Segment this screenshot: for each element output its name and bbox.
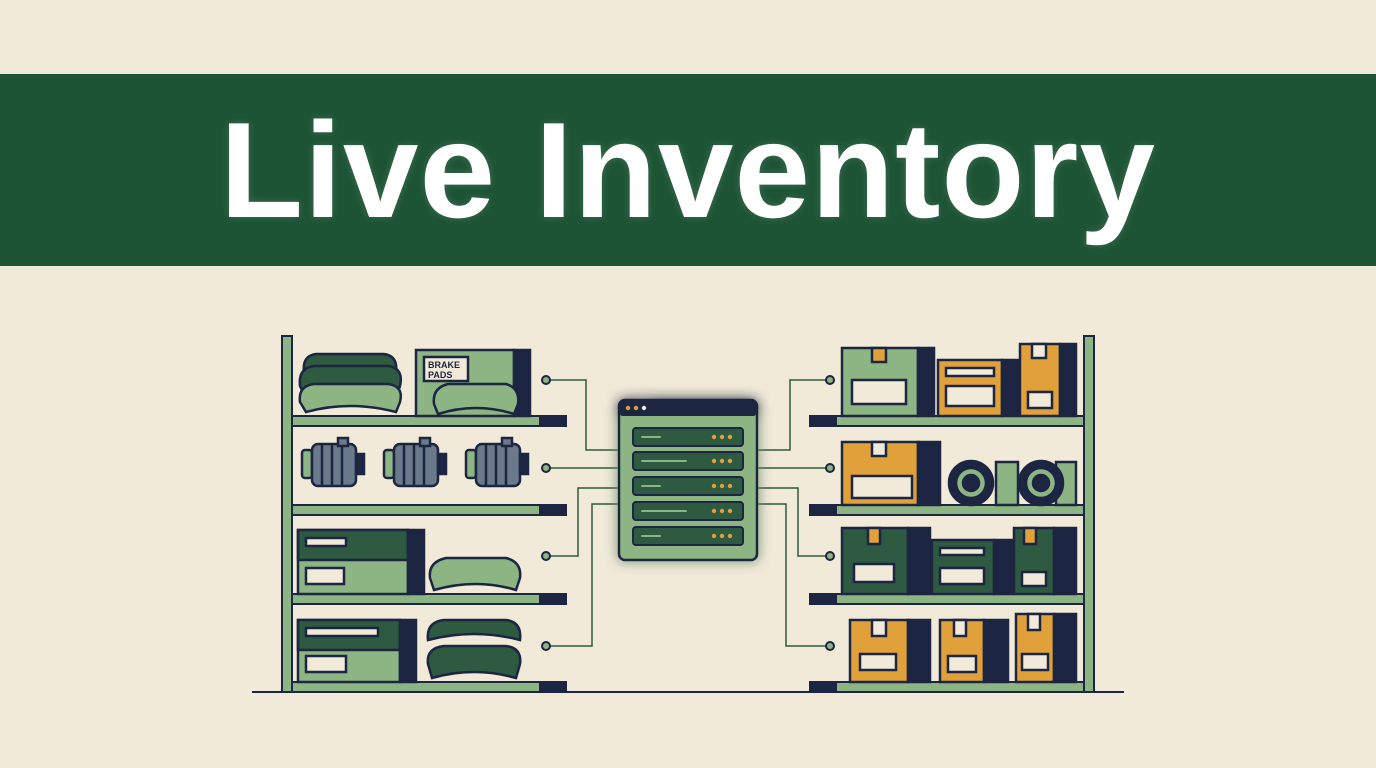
title-banner: Live Inventory — [0, 74, 1376, 266]
brake-pads-box-icon: BRAKE PADS — [414, 348, 532, 418]
shipping-boxes-row-1 — [840, 342, 1078, 418]
server-status-leds — [711, 434, 733, 539]
parts-box-icon — [296, 528, 522, 596]
page-title: Live Inventory — [219, 94, 1157, 246]
connector-nodes — [541, 375, 835, 651]
wheel-bearing-icon — [947, 459, 1078, 507]
parts-box-icon-2 — [296, 618, 522, 684]
shipping-boxes-row-3 — [840, 526, 1078, 596]
brake-pads-stack-icon — [298, 352, 402, 414]
right-shelf-unit — [809, 335, 1095, 693]
alternator-icon-row — [300, 436, 530, 488]
box-label-line1: BRAKE — [428, 360, 460, 370]
box-label-line2: PADS — [428, 370, 452, 380]
network-connectors — [546, 379, 830, 647]
server-rack-units — [632, 427, 744, 546]
left-shelf-unit — [281, 335, 567, 693]
server-slot-lines — [641, 436, 687, 537]
shipping-boxes-row-4 — [848, 612, 1078, 684]
shipping-boxes-row-2 — [840, 440, 942, 507]
